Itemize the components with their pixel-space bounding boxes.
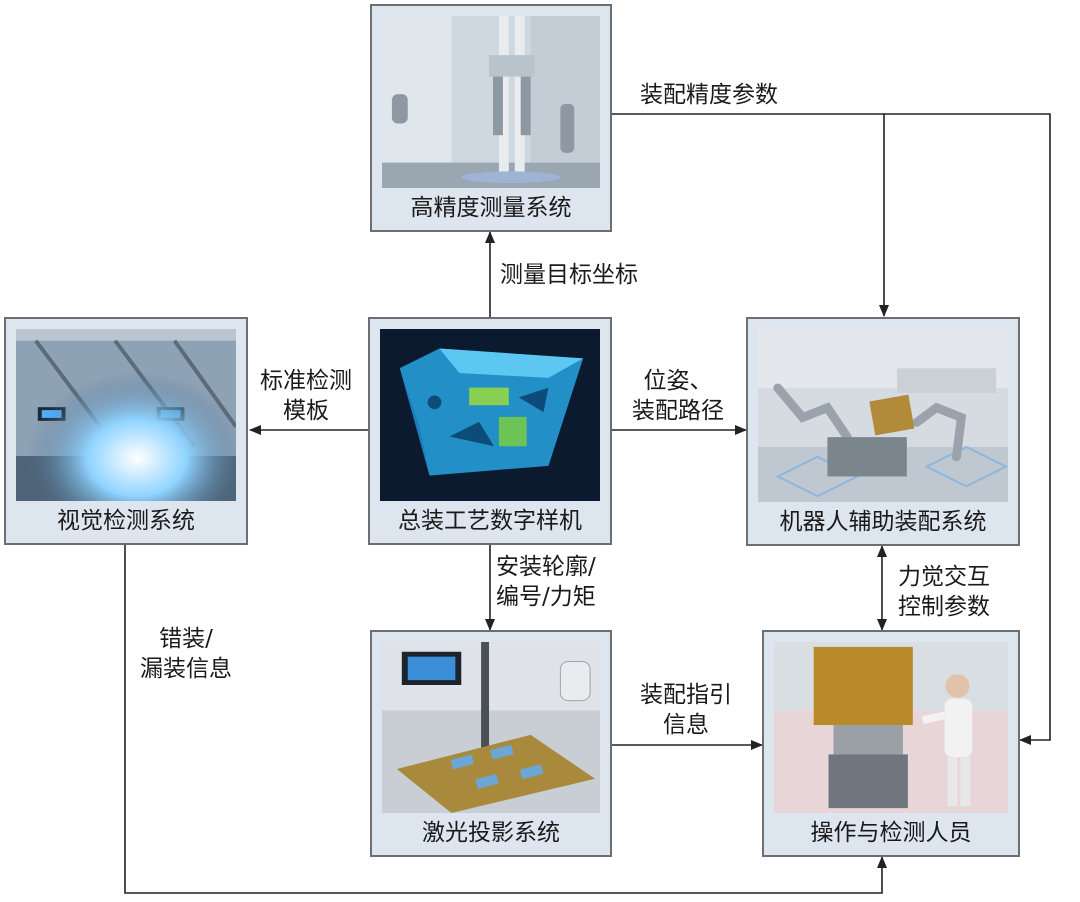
label-std-template: 标准检测模板 — [260, 368, 352, 424]
edge-precision-to-operator — [884, 113, 1051, 745]
label-pose-path: 位姿、装配路径 — [632, 368, 724, 424]
label-guidance: 装配指引信息 — [640, 682, 732, 738]
node-operator[interactable]: 操作与检测人员 — [762, 630, 1020, 857]
digital-prototype-image — [380, 329, 600, 501]
node-laser[interactable]: 激光投影系统 — [370, 630, 612, 857]
label-misassembly: 错装/漏装信息 — [140, 626, 232, 682]
node-operator-label: 操作与检测人员 — [810, 820, 972, 846]
node-vision[interactable]: 视觉检测系统 — [4, 317, 248, 545]
node-robot[interactable]: 机器人辅助装配系统 — [746, 317, 1020, 546]
node-vision-label: 视觉检测系统 — [57, 508, 195, 534]
label-target-coords: 测量目标坐标 — [500, 262, 638, 288]
node-laser-label: 激光投影系统 — [422, 820, 560, 846]
node-measurement[interactable]: 高精度测量系统 — [370, 4, 612, 232]
measurement-image — [382, 16, 600, 188]
node-digital-prototype-label: 总装工艺数字样机 — [398, 508, 582, 534]
label-force-control: 力觉交互控制参数 — [898, 564, 990, 620]
laser-image — [382, 642, 600, 813]
edge-misassembly — [124, 545, 887, 894]
edge-precision-to-robot — [612, 113, 889, 317]
node-digital-prototype[interactable]: 总装工艺数字样机 — [368, 317, 612, 545]
label-contour: 安装轮廓/编号/力矩 — [496, 554, 596, 610]
robot-image — [758, 329, 1008, 502]
operator-image — [774, 642, 1008, 813]
node-robot-label: 机器人辅助装配系统 — [779, 509, 987, 535]
vision-image — [16, 329, 236, 501]
label-precision-params: 装配精度参数 — [640, 82, 778, 108]
node-measurement-label: 高精度测量系统 — [410, 195, 572, 221]
